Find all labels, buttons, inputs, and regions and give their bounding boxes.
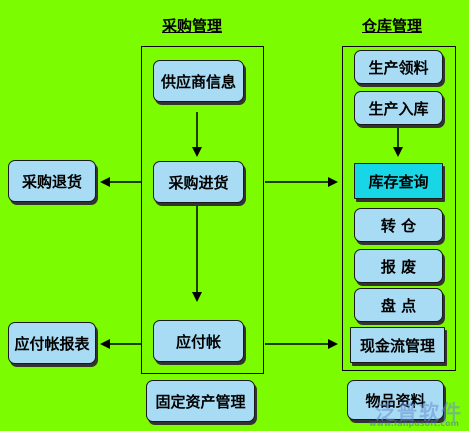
node-stocktake[interactable]: 盘 点	[354, 288, 443, 322]
node-production-inbound[interactable]: 生产入库	[354, 91, 443, 125]
node-purchase-in[interactable]: 采购进货	[153, 161, 244, 203]
node-purchase-return[interactable]: 采购退货	[8, 160, 96, 202]
node-item-data[interactable]: 物品资料	[347, 380, 444, 420]
node-production-picking[interactable]: 生产领料	[354, 50, 443, 84]
heading-purchase: 采购管理	[162, 17, 223, 35]
watermark: 泛普软件 www.fanpusoft.com	[369, 396, 463, 428]
node-payable-report[interactable]: 应付帐报表	[8, 322, 96, 364]
node-scrap[interactable]: 报 废	[354, 249, 443, 283]
node-supplier-info[interactable]: 供应商信息	[153, 60, 244, 102]
warehouse-frame	[342, 46, 456, 371]
node-inventory-query[interactable]: 库存查询	[354, 163, 443, 199]
heading-warehouse: 仓库管理	[362, 17, 423, 35]
watermark-url: www.fanpusoft.com	[369, 419, 459, 428]
watermark-logo: 泛普软件	[375, 400, 463, 424]
node-fixed-assets[interactable]: 固定资产管理	[146, 380, 255, 422]
node-accounts-payable[interactable]: 应付帐	[153, 320, 244, 362]
node-transfer[interactable]: 转 仓	[354, 208, 443, 242]
node-cash-flow[interactable]: 现金流管理	[350, 327, 445, 363]
purchase-frame	[141, 46, 264, 374]
